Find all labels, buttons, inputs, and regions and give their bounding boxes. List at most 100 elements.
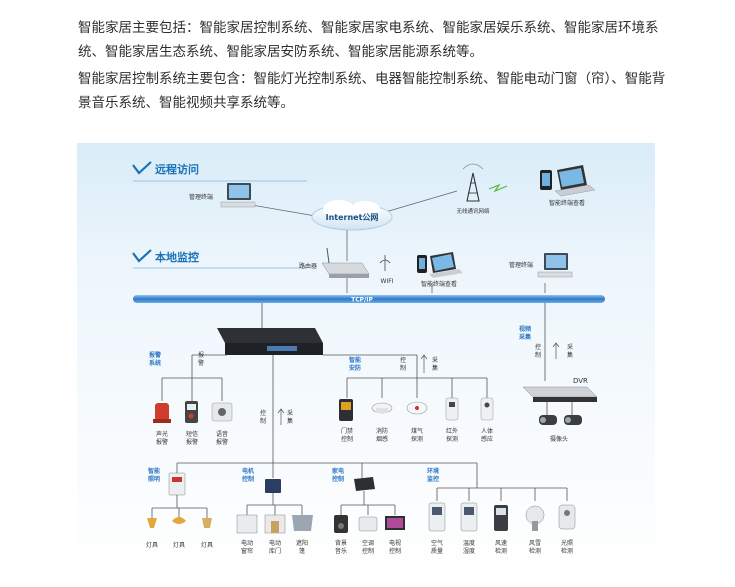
video-group-label-2: 采集 xyxy=(519,333,532,341)
env-group-label-2: 监控 xyxy=(427,475,439,483)
lighting-item-2: 灯具 xyxy=(173,541,185,549)
env-item-2-line-1: 温度 xyxy=(463,539,475,547)
motor-item-3-line-2: 篷 xyxy=(299,547,305,555)
appliance-item-1-line-2: 音乐 xyxy=(335,547,347,555)
security-item-3-line-2: 探测 xyxy=(411,435,423,443)
internet-cloud: Internet公网 xyxy=(311,200,393,231)
check-arrow-icon xyxy=(132,249,152,263)
up-arrow-icon xyxy=(277,408,285,425)
alarm-item-1-line-1: 声光 xyxy=(156,430,168,438)
tcpip-label: TCP/IP xyxy=(351,297,373,304)
security-control-label-1: 控 xyxy=(400,356,406,364)
motor-item-3-line-1: 遮阳 xyxy=(296,539,308,547)
management-terminal-local: 管理终端 xyxy=(509,253,573,278)
sound-light-alarm xyxy=(153,403,171,423)
alarm-item-2-line-2: 报警 xyxy=(186,438,198,446)
tv xyxy=(385,516,405,530)
air-quality-sensor xyxy=(428,502,446,532)
video-control-label-2: 制 xyxy=(535,351,541,359)
security-item-3-line-1: 煤气 xyxy=(411,427,423,435)
appliance-item-3-line-2: 控制 xyxy=(389,547,401,555)
alarm-item-1-line-2: 报警 xyxy=(156,438,168,446)
lighting-item-1: 灯具 xyxy=(146,541,158,549)
motor-item-2-line-2: 库门 xyxy=(269,547,281,555)
up-arrow-icon xyxy=(420,354,428,373)
motor-item-1-line-1: 电动 xyxy=(241,539,253,547)
internet-label: Internet公网 xyxy=(326,213,379,222)
video-collect-label-2: 集 xyxy=(567,351,573,359)
local-monitor-title: 本地监控 xyxy=(155,250,199,264)
lamp-3 xyxy=(202,518,212,528)
electric-curtain xyxy=(236,514,258,534)
remote-access-title: 远程访问 xyxy=(155,162,199,176)
alarm-item-2-line-1: 短信 xyxy=(186,430,198,438)
awning xyxy=(292,515,313,531)
smart-terminal-local-label: 智能终端查看 xyxy=(421,280,457,288)
sms-alarm xyxy=(185,401,198,423)
video-collect-label-1: 采 xyxy=(567,343,573,351)
security-collect-label-1: 采 xyxy=(432,356,438,364)
electric-garage-door xyxy=(264,514,286,534)
access-control-device xyxy=(339,399,353,421)
local-monitor-header: 本地监控 xyxy=(132,249,307,269)
lamp-2 xyxy=(172,517,186,524)
env-item-4-line-1: 风雪 xyxy=(529,540,541,547)
central-controller xyxy=(217,328,323,355)
router: 路由器 xyxy=(299,247,370,278)
smart-terminal-remote: 智能终端查看 xyxy=(540,165,596,207)
env-item-3-line-1: 风速 xyxy=(495,540,507,547)
dvr-label: DVR xyxy=(573,377,588,385)
wind-snow-sensor xyxy=(525,505,545,531)
appliance-item-1-line-1: 背景 xyxy=(335,539,347,547)
camera-label: 摄像头 xyxy=(550,435,568,443)
motor-group-label-1: 电机 xyxy=(242,467,254,475)
security-item-5-line-2: 感应 xyxy=(481,435,493,443)
wind-speed-sensor xyxy=(494,505,508,531)
center-collect-label-2: 集 xyxy=(287,417,293,425)
infrared-detector xyxy=(445,397,459,421)
gas-detector xyxy=(406,401,428,415)
wireless-network-label: 无线通讯网络 xyxy=(456,207,490,215)
lighting-controller xyxy=(168,472,186,496)
appliance-item-3-line-1: 电视 xyxy=(389,539,401,547)
lighting-group-label-2: 照明 xyxy=(148,475,160,483)
wifi-indicator: WIFI xyxy=(379,255,394,285)
env-item-4-line-2: 检测 xyxy=(529,547,541,555)
wifi-label: WIFI xyxy=(381,278,394,285)
center-collect-label-1: 采 xyxy=(287,409,293,417)
alarm-group-label-1: 报警 xyxy=(149,351,161,359)
signal-icon xyxy=(462,163,484,170)
security-item-4-line-1: 红外 xyxy=(446,427,458,435)
management-terminal-remote: 管理终端 xyxy=(189,183,256,208)
env-group-label-1: 环境 xyxy=(427,467,439,475)
temperature-humidity-sensor xyxy=(460,502,478,532)
intro-paragraph-2: 智能家居控制系统主要包含：智能灯光控制系统、电器智能控制系统、智能电动门窗（帘）… xyxy=(78,71,666,111)
lamp-1 xyxy=(147,518,157,528)
security-item-2-line-2: 烟感 xyxy=(376,435,388,443)
env-item-5-line-2: 检测 xyxy=(561,547,573,555)
smart-home-diagram: 远程访问 本地监控 管理终端 Internet公网 无线通讯网络 智能终端查看 xyxy=(77,143,655,583)
env-item-3-line-2: 检测 xyxy=(495,547,507,555)
appliance-group-label-1: 家电 xyxy=(332,467,344,475)
security-group-label-2: 安防 xyxy=(349,364,361,372)
appliance-group-label-2: 控制 xyxy=(332,475,344,483)
management-terminal-label: 管理终端 xyxy=(189,193,213,201)
security-item-4-line-2: 探测 xyxy=(446,435,458,443)
security-collect-label-2: 集 xyxy=(432,364,438,372)
motor-item-1-line-2: 窗帘 xyxy=(241,547,253,555)
security-control-label-2: 制 xyxy=(400,364,406,372)
appliance-item-2-line-2: 控制 xyxy=(362,547,374,555)
motor-item-2-line-1: 电动 xyxy=(269,539,281,547)
speaker xyxy=(334,515,348,533)
security-item-5-line-1: 人体 xyxy=(481,427,493,435)
lighting-group-label-1: 智能 xyxy=(148,467,160,475)
remote-access-header: 远程访问 xyxy=(132,161,307,182)
center-control-label-2: 制 xyxy=(260,417,266,425)
camera: 摄像头 xyxy=(539,415,582,443)
router-label: 路由器 xyxy=(299,262,317,270)
security-item-1-line-1: 门禁 xyxy=(341,427,353,435)
alarm-item-3-line-1: 语音 xyxy=(216,430,228,438)
dvr: DVR xyxy=(522,377,598,402)
motor-group-label-2: 控制 xyxy=(242,475,254,483)
env-item-2-line-2: 湿度 xyxy=(463,547,475,555)
